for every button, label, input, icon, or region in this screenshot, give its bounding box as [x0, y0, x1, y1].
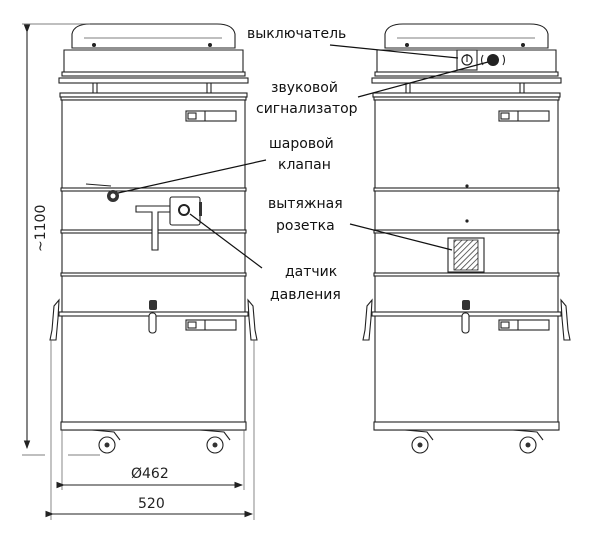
rear-dot [465, 184, 469, 188]
buzzer [480, 54, 506, 66]
leader-buzzer [357, 61, 489, 98]
height-label: ~1100 [33, 205, 49, 252]
label-ball-valve-1: шаровой [269, 136, 334, 152]
label-pressure-1: датчик [285, 264, 337, 280]
diameter-label: Ø462 [131, 466, 169, 482]
label-buzzer-2: сигнализатор [256, 101, 358, 117]
label-switch: выключатель [247, 26, 346, 42]
leader-switch [329, 44, 459, 59]
height-dimension: ~1100 [22, 23, 100, 456]
diameter-dimension: Ø462 [56, 430, 245, 490]
label-exhaust-1: вытяжная [268, 196, 343, 212]
exhaust-grille [447, 237, 485, 273]
leader-pressure [189, 213, 263, 269]
ball-valve [85, 183, 119, 202]
width-dimension: 520 [45, 340, 255, 520]
rear-dot [465, 219, 469, 223]
leader-exhaust [349, 223, 453, 251]
label-ball-valve-2: клапан [278, 157, 331, 173]
width-label: 520 [138, 496, 165, 512]
switch [456, 49, 478, 71]
label-buzzer-1: звуковой [271, 80, 338, 96]
label-exhaust-2: розетка [276, 218, 335, 234]
label-pressure-2: давления [270, 287, 341, 303]
pressure-sensor [169, 196, 202, 226]
leader-ball-valve [117, 159, 267, 194]
